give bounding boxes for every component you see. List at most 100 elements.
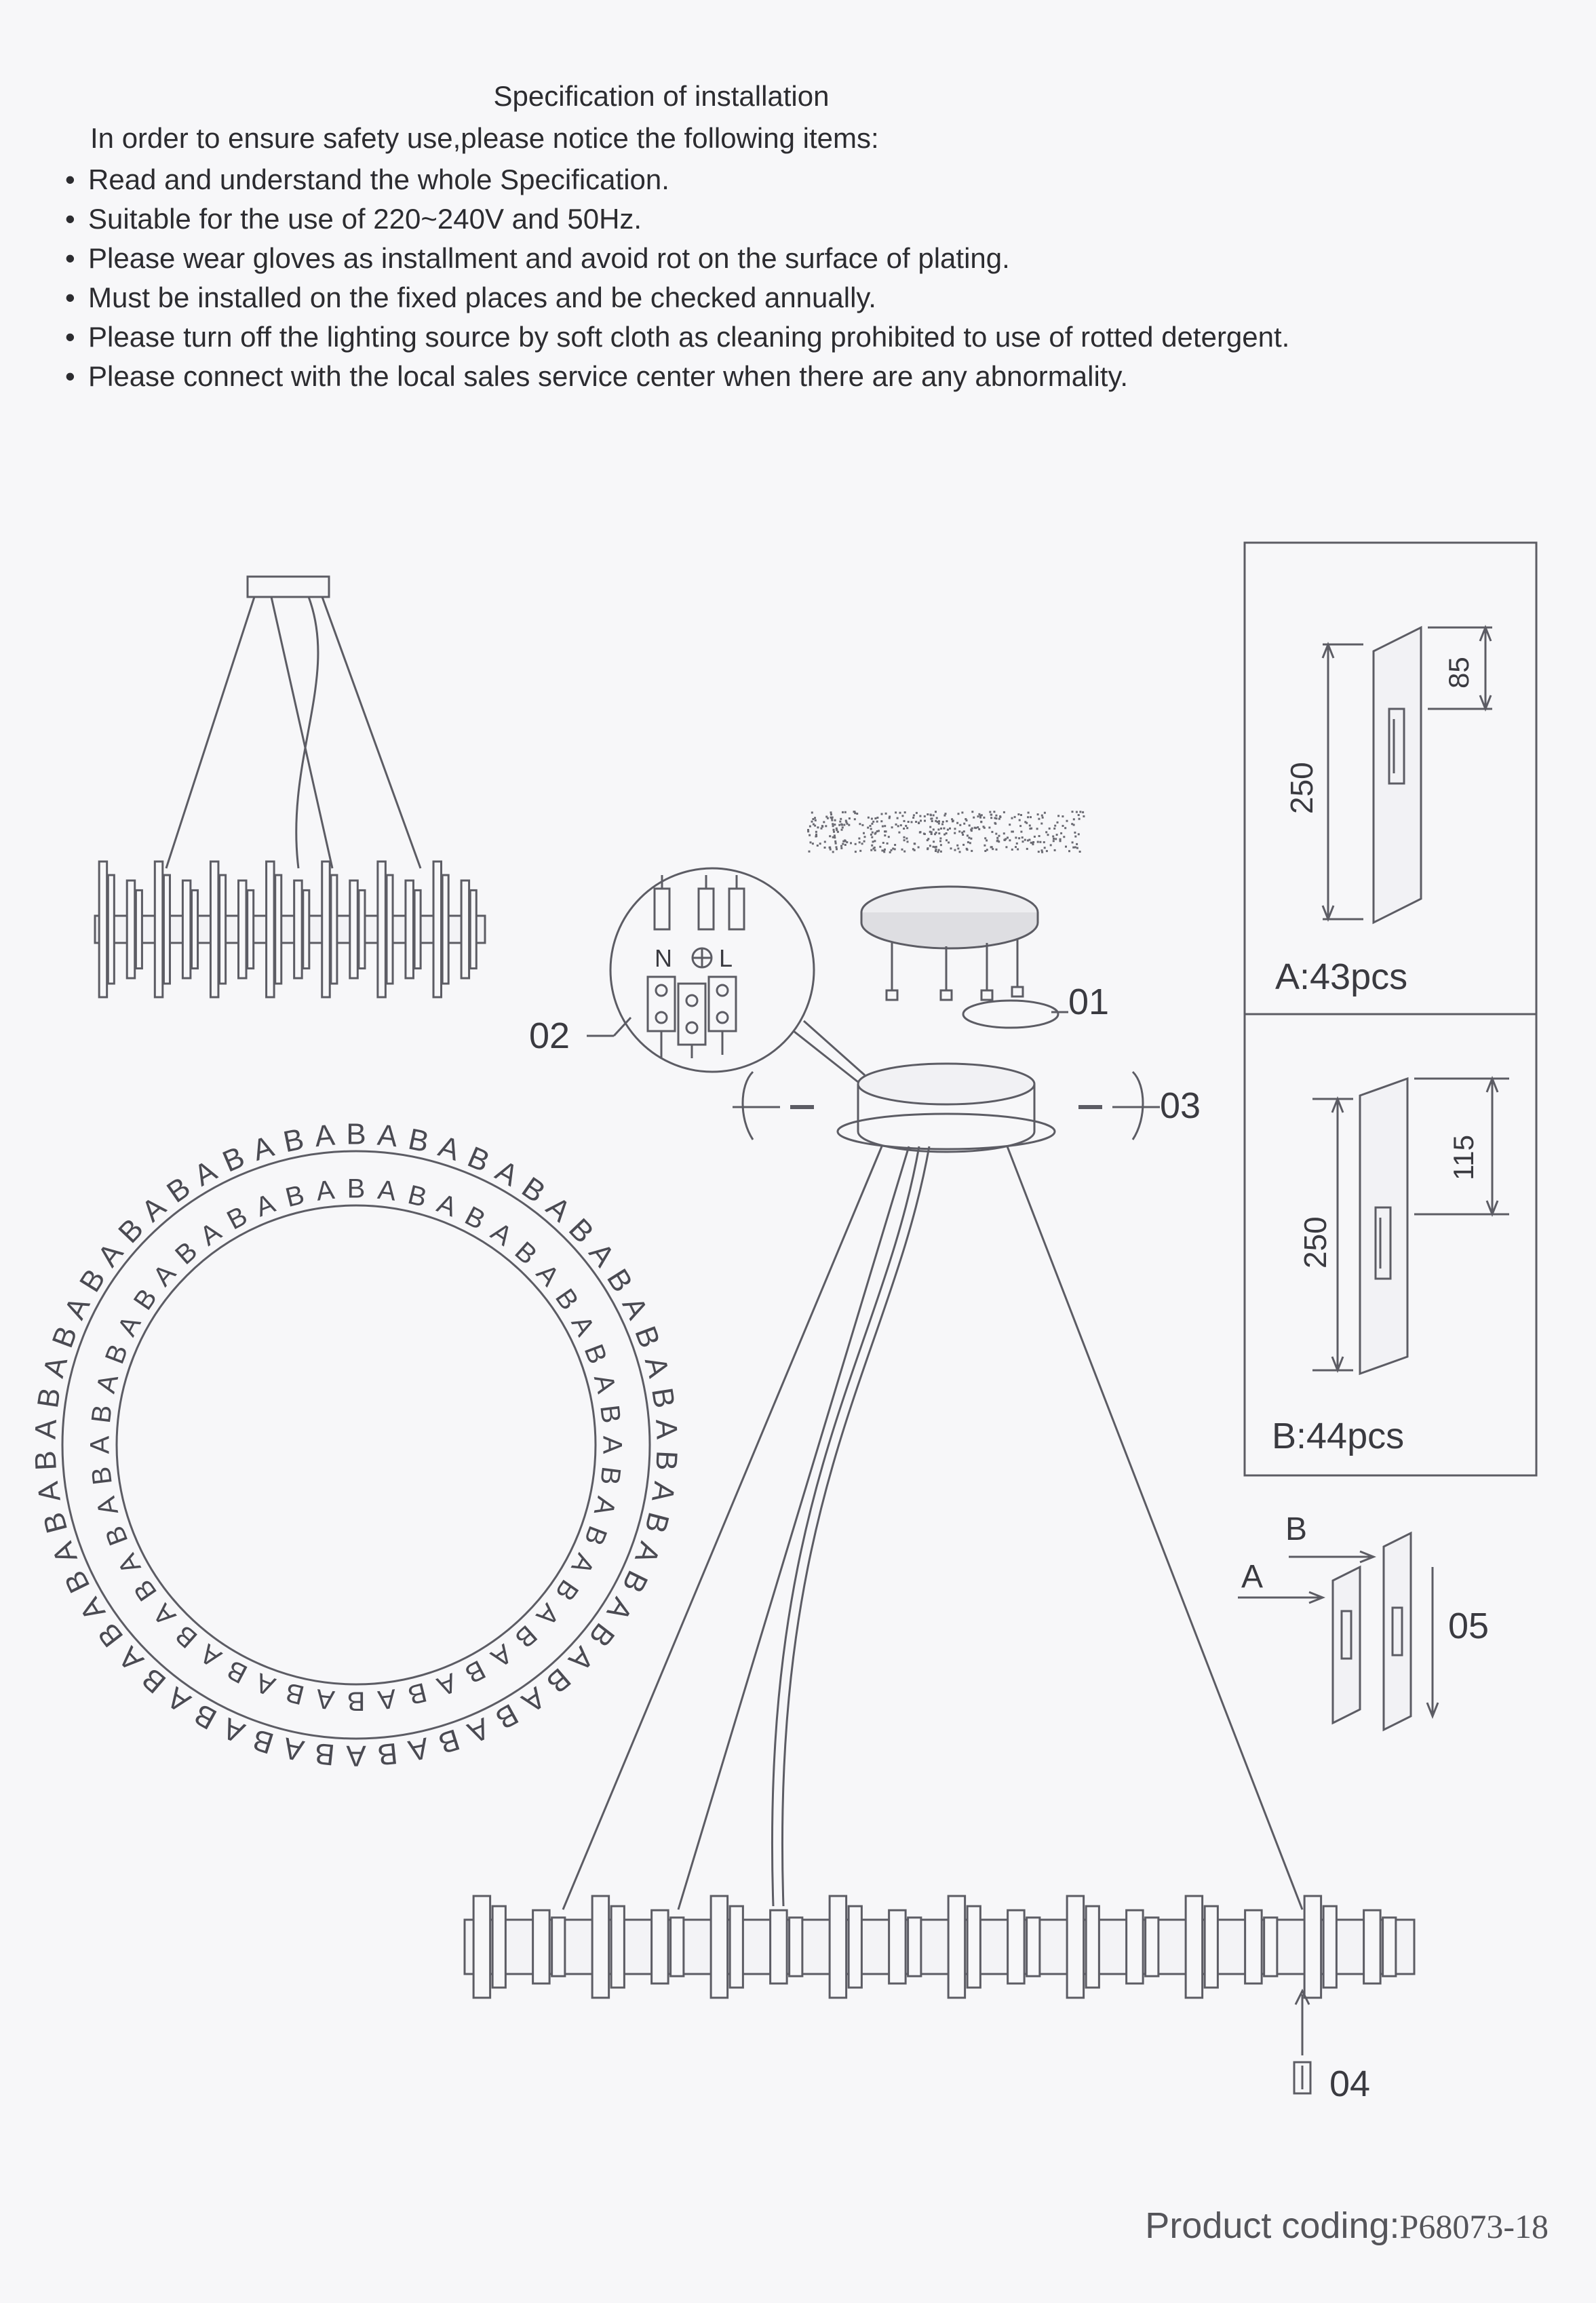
bullet-icon: • (65, 203, 75, 235)
ring-letter: B (92, 1617, 130, 1653)
crystal-panel (125, 879, 136, 980)
ring-letter: A (433, 1667, 461, 1702)
canopy-screw-right (1078, 1070, 1160, 1140)
ring-letter: A (376, 1683, 397, 1715)
crystal-panel (385, 874, 394, 985)
preview-ring (94, 860, 486, 999)
ring-letter: A (91, 1494, 124, 1519)
bullet-icon: • (65, 282, 75, 313)
ring-letter: A (433, 1188, 461, 1223)
notice-text: Please connect with the local sales serv… (88, 360, 1129, 392)
crystal-panel (1184, 1895, 1204, 1999)
crystal-panel (106, 874, 115, 985)
crystal-panel (551, 1916, 566, 1977)
assembly-a-label: A (1241, 1559, 1263, 1595)
crystal-panel (181, 879, 192, 980)
bullet-icon: • (65, 242, 75, 274)
ring-letter: A (597, 1436, 627, 1454)
callout-02: 02 (529, 1015, 570, 1056)
crystal-panel (413, 889, 422, 970)
page-title: Specification of installation (493, 80, 830, 112)
main-chandelier: 04 (463, 1146, 1416, 2104)
canopy: 03 (733, 1062, 1201, 1153)
crystal-panel (1263, 1916, 1279, 1977)
crystal-panel (1363, 1909, 1382, 1985)
ring-letter: B (100, 1340, 134, 1368)
main-ring-side (463, 1895, 1416, 1999)
crystal-panel (1244, 1909, 1263, 1985)
ring-letter: A (314, 1683, 336, 1715)
ring-letter: B (406, 1123, 432, 1159)
crystal-panel (947, 1895, 967, 1999)
crystal-panel (591, 1895, 610, 1999)
ring-letter: A (376, 1175, 398, 1207)
ring-letter: A (73, 1591, 112, 1626)
crystal-panel (441, 874, 450, 985)
ring-letter: B (346, 1118, 366, 1151)
ring-letter: A (515, 1680, 551, 1719)
panel-b-slot: 115 (1447, 1135, 1479, 1180)
ring-letter: A (600, 1592, 639, 1627)
crystal-panel (1144, 1916, 1160, 1977)
ring-letter: B (579, 1522, 613, 1550)
product-coding: Product coding:P68073-18 (1145, 2205, 1549, 2247)
ring-letter: A (252, 1188, 279, 1223)
crystal-panel (769, 1909, 788, 1985)
ceiling-plate-rim (860, 912, 1039, 950)
notice-text: Must be installed on the fixed places an… (88, 282, 876, 313)
panel-assembly: A B 05 (1238, 1511, 1489, 1732)
ring-letter: B (86, 1404, 118, 1425)
crystal-panel (469, 889, 478, 970)
preview-cable (321, 596, 422, 869)
crystal-panel (302, 889, 311, 970)
crystal-panel (404, 879, 414, 980)
crystal-panel (1085, 1905, 1100, 1989)
notice-item: • Must be installed on the fixed places a… (65, 278, 1289, 317)
bullet-icon: • (65, 360, 75, 392)
crystal-panel (1125, 1909, 1144, 1985)
ring-letter: A (405, 1731, 431, 1768)
part-04: 04 (1293, 1988, 1370, 2104)
callout-04: 04 (1329, 2064, 1370, 2104)
notice-item: • Please connect with the local sales ser… (65, 357, 1289, 396)
crystal-panel (709, 1895, 729, 1999)
ring-letter: A (29, 1418, 63, 1439)
ring-letter: A (435, 1129, 464, 1167)
ceiling-mount: 01 (807, 811, 1109, 1029)
ring-letter: A (346, 1739, 366, 1772)
ring-letter: B (112, 1212, 150, 1250)
ring-letter: A (645, 1479, 681, 1505)
crystal-panel (349, 879, 359, 980)
ring-letter: B (249, 1722, 278, 1760)
panel-a-label: A:43pcs (1275, 956, 1407, 997)
ring-letter: B (405, 1180, 429, 1213)
suspension-cable-mid (677, 1146, 910, 1910)
suspension-cable-right (1006, 1146, 1304, 1910)
power-cable (771, 1146, 920, 1907)
crystal-panel (1322, 1905, 1338, 1989)
ring-letter: B (46, 1322, 84, 1353)
crystal-panel (888, 1909, 907, 1985)
ring-letter: B (516, 1171, 551, 1209)
ring-letter: A (91, 1371, 124, 1396)
terminal-block-detail: N L 02 (529, 867, 865, 1083)
crystal-panel (1007, 1909, 1026, 1985)
ring-letter: A (31, 1479, 67, 1504)
crystal-panel (274, 874, 283, 985)
ring-band (94, 914, 486, 944)
ring-letter: A (638, 1353, 676, 1381)
ring-letter: B (645, 1385, 681, 1410)
ring-letter: A (562, 1640, 600, 1678)
ring-letter: B (583, 1617, 621, 1653)
ring-letter: B (594, 1404, 626, 1425)
ring-letter: B (638, 1509, 676, 1536)
ring-letter: A (37, 1353, 74, 1380)
ring-letter: B (282, 1180, 307, 1213)
ring-letter: B (281, 1123, 307, 1159)
callout-05: 05 (1448, 1606, 1489, 1646)
crystal-panel (532, 1909, 551, 1985)
crystal-panel (788, 1916, 804, 1977)
panel-a-slot: 85 (1443, 657, 1475, 689)
chandelier-preview (94, 575, 486, 999)
